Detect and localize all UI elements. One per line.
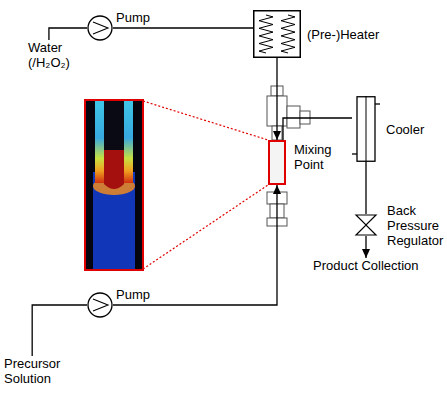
flow-line — [113, 28, 253, 29]
flow-line-path — [32, 305, 87, 356]
node-label: Water (/H₂O₂) — [28, 40, 70, 70]
node-label: Pump — [116, 10, 150, 25]
node-label: Pump — [116, 287, 150, 302]
cooler-symbol — [352, 96, 380, 162]
flow-line — [113, 185, 281, 305]
flow-label-node: Product Collection — [313, 258, 419, 273]
cfd-inset — [85, 100, 143, 270]
arrowhead — [273, 185, 281, 194]
flow-line — [273, 58, 281, 140]
node-label: Precursor Solution — [4, 356, 60, 386]
flow-line — [32, 305, 87, 356]
mix-node: Mixing Point — [268, 140, 286, 185]
pump-symbol — [87, 292, 113, 318]
flow-line-path — [113, 185, 277, 305]
valve-node: Back Pressure Regulator — [355, 214, 377, 236]
flow-line — [362, 236, 370, 258]
node-label: Product Collection — [313, 258, 419, 273]
arrowhead — [362, 249, 370, 258]
flow-line — [283, 118, 352, 140]
flow-line — [366, 162, 367, 214]
pump-symbol — [87, 15, 113, 41]
flow-label-node: Water (/H₂O₂) — [28, 40, 70, 70]
heater-symbol — [253, 10, 301, 58]
node-label: Mixing Point — [294, 142, 332, 172]
flow-line-path — [283, 118, 352, 140]
flow-label-node: Precursor Solution — [4, 356, 60, 386]
heater-node: (Pre-)Heater — [253, 10, 301, 58]
flow-line-path — [276, 58, 277, 140]
flow-line-path — [365, 162, 366, 214]
pump-node: Pump — [87, 15, 113, 41]
valve-symbol — [355, 214, 377, 236]
leader-lines — [143, 101, 268, 269]
flow-line-path — [113, 27, 253, 28]
flow-line-path — [49, 28, 87, 40]
node-label: (Pre-)Heater — [307, 27, 379, 42]
flow-line — [49, 28, 87, 40]
node-label: Back Pressure Regulator — [387, 203, 443, 248]
node-label: Cooler — [386, 122, 424, 137]
arrowhead — [273, 131, 281, 140]
pump-node: Pump — [87, 292, 113, 318]
cooler-node: Cooler — [352, 96, 380, 162]
mix-symbol — [268, 140, 286, 185]
